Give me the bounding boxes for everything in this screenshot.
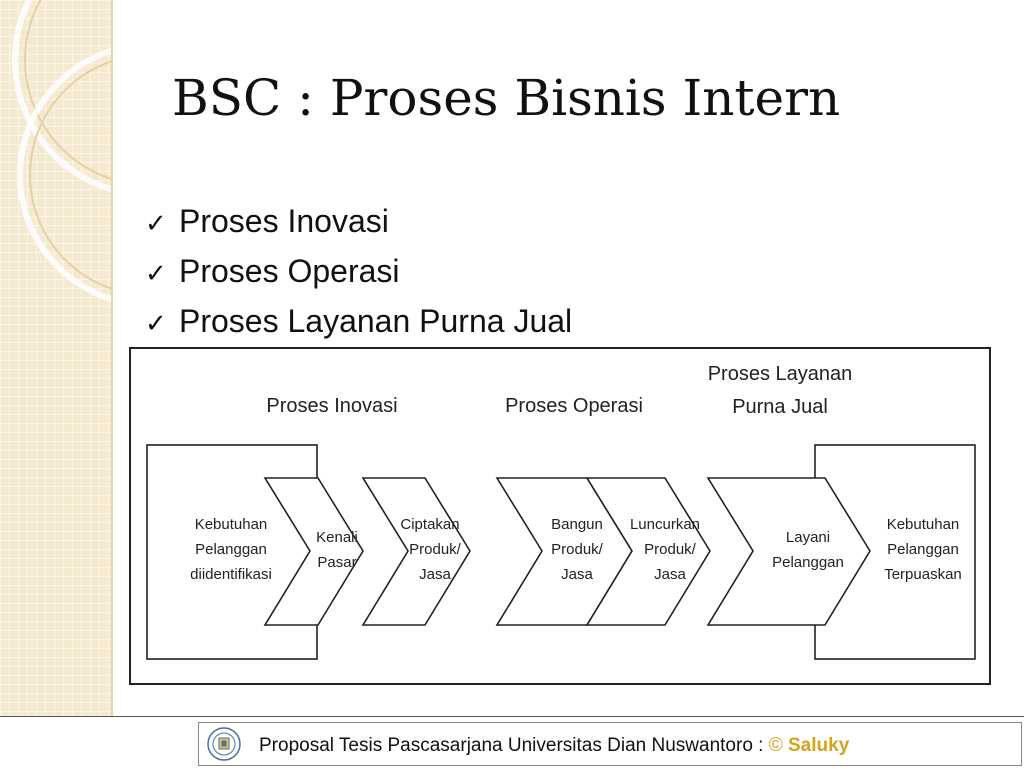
bullet-text: Proses Inovasi: [179, 203, 389, 239]
phase-label-innovation: Proses Inovasi: [266, 395, 397, 417]
bullet-text: Proses Operasi: [179, 253, 400, 289]
step-label-luncurkan: Produk/: [644, 541, 697, 558]
university-seal-icon: [207, 727, 241, 761]
step-label-ciptakan: Ciptakan: [400, 516, 459, 533]
end-node-label: Pelanggan: [887, 541, 959, 558]
copyright-symbol: ©: [768, 735, 783, 756]
step-label-kenali-pasar: Kenali: [316, 529, 358, 546]
decorative-strip-edge: [111, 0, 113, 716]
step-label-layani: Pelanggan: [772, 554, 844, 571]
slide-footer: Proposal Tesis Pascasarjana Universitas …: [0, 716, 1024, 769]
start-node-label: Pelanggan: [195, 541, 267, 558]
bullet-item: ✓ Proses Inovasi: [145, 198, 572, 248]
footer-banner: Proposal Tesis Pascasarjana Universitas …: [198, 722, 1022, 766]
value-chain-svg: Proses Inovasi Proses Operasi Proses Lay…: [129, 347, 991, 685]
start-node-label: diidentifikasi: [190, 566, 272, 583]
decorative-circles: [12, 0, 113, 303]
bullet-item: ✓ Proses Layanan Purna Jual: [145, 298, 572, 348]
step-label-bangun: Bangun: [551, 516, 603, 533]
step-label-layani: Layani: [786, 529, 830, 546]
chevron-layani: [706, 477, 871, 626]
step-label-luncurkan: Luncurkan: [630, 516, 700, 533]
bullet-list: ✓ Proses Inovasi ✓ Proses Operasi ✓ Proses …: [145, 198, 572, 348]
phase-label-operation: Proses Operasi: [505, 395, 643, 417]
end-node-label: Kebutuhan: [887, 516, 960, 533]
checkmark-icon: ✓: [145, 259, 167, 289]
chevron-luncurkan: [585, 477, 711, 626]
bullet-item: ✓ Proses Operasi: [145, 248, 572, 298]
phase-label-after-sales: Purna Jual: [732, 396, 828, 418]
checkmark-icon: ✓: [145, 309, 167, 339]
footer-caption: Proposal Tesis Pascasarjana Universitas …: [259, 735, 769, 756]
step-label-ciptakan: Produk/: [409, 541, 462, 558]
chevron-kenali-pasar: [263, 477, 364, 626]
decorative-side-strip: [0, 0, 113, 716]
checkmark-icon: ✓: [145, 209, 167, 239]
step-label-ciptakan: Jasa: [419, 566, 451, 583]
chevron-ciptakan: [361, 477, 471, 626]
start-node-label: Kebutuhan: [195, 516, 268, 533]
end-node-label: Terpuaskan: [884, 566, 962, 583]
diagram-border: [129, 347, 991, 685]
step-label-bangun: Produk/: [551, 541, 604, 558]
footer-text: Proposal Tesis Pascasarjana Universitas …: [259, 735, 849, 757]
phase-label-after-sales: Proses Layanan: [708, 363, 853, 385]
step-label-bangun: Jasa: [561, 566, 593, 583]
step-label-kenali-pasar: Pasar: [317, 554, 356, 571]
value-chain-diagram: Proses Inovasi Proses Operasi Proses Lay…: [125, 340, 1010, 695]
footer-author: Saluky: [788, 735, 850, 756]
step-label-luncurkan: Jasa: [654, 566, 686, 583]
bullet-text: Proses Layanan Purna Jual: [179, 303, 573, 339]
slide-title: BSC : Proses Bisnis Intern: [172, 69, 841, 127]
